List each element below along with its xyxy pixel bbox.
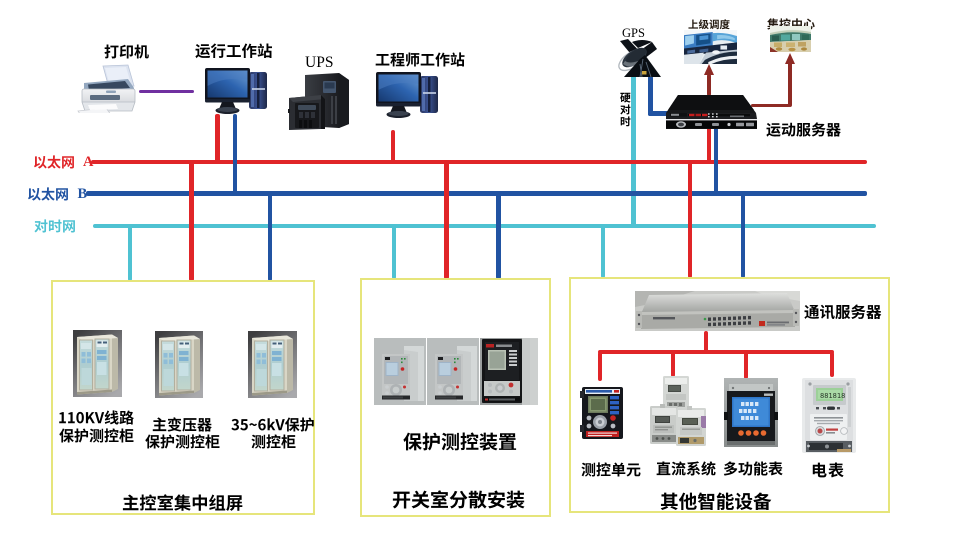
svg-text:881818: 881818 bbox=[820, 392, 845, 400]
